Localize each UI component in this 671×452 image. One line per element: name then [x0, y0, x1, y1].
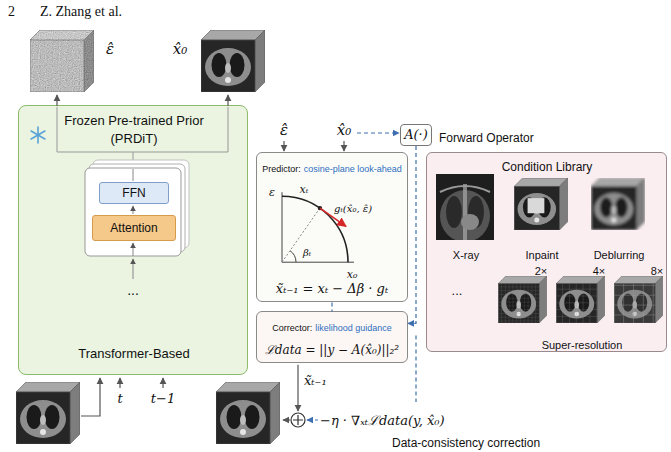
text-wrap: Data-consistency correction — [392, 433, 540, 451]
variable-label: ε̂ — [280, 121, 288, 139]
variable-label: x̃ₜ₋₁ — [304, 373, 327, 388]
attention-block: Attention — [92, 215, 176, 241]
block-label: FFN — [122, 186, 145, 200]
text-wrap: ε — [269, 182, 275, 200]
image-label: Deblurring — [594, 249, 645, 261]
text-wrap: x̂₀ — [337, 121, 351, 139]
box-title: Condition Library — [502, 160, 593, 174]
scale-label: 8× — [651, 265, 664, 277]
vector-label: gₜ(x̂₀, ε̂) — [334, 203, 372, 214]
variable-label: x̂₀ — [337, 121, 351, 139]
variable-label: x̂₀ — [173, 40, 187, 58]
text-wrap: ε̂ — [280, 121, 288, 139]
text-wrap: x̃ₜ₋₁ — [304, 371, 327, 389]
formula: ℒdata = ||y − A(x̂₀)||₂² — [265, 343, 399, 357]
text-row: x̃ₜ₋₁ = xₜ − Δβ · gₜ — [260, 278, 404, 297]
panel-title: Frozen Pre-trained Prior (PRDiT) — [64, 113, 203, 146]
text-wrap: Inpaint — [525, 245, 558, 263]
timestep-label: t−1 — [151, 391, 175, 406]
annotation: Data-consistency correction — [392, 436, 540, 450]
axis-label: x₀ — [347, 268, 358, 281]
text-row: Corrector:likelihood guidance — [260, 316, 404, 335]
text-wrap: Super-resolution — [542, 335, 623, 353]
panel-caption: Transformer-Based — [78, 346, 190, 361]
scale-label: 4× — [593, 265, 606, 277]
box-title: Corrector: — [272, 323, 312, 333]
text-wrap: X-ray — [453, 245, 479, 263]
text-wrap: ε̂ — [106, 40, 114, 58]
dashed-connector — [331, 302, 332, 311]
gradient-term: −η · ∇ₓₜℒdata(y, x̂₀) — [320, 413, 445, 428]
text-wrap: Frozen Pre-trained Prior (PRDiT) — [54, 111, 214, 147]
text-wrap: t−1 — [151, 389, 175, 407]
text-wrap: gₜ(x̂₀, ε̂) — [334, 198, 372, 216]
ellipsis: ... — [452, 283, 463, 298]
timestep-label: t — [117, 391, 122, 406]
dashed-connector — [408, 146, 416, 323]
operator-name: Forward Operator — [439, 131, 534, 145]
axis-label: ε — [269, 186, 275, 199]
running-head: Z. Zhang et al. — [40, 4, 122, 19]
text-wrap: x₀ — [347, 264, 358, 282]
text-wrap: Forward Operator — [439, 128, 534, 146]
text-wrap: 2 — [8, 2, 15, 21]
box-title: Predictor: — [262, 164, 301, 174]
text-wrap: βₜ — [303, 242, 311, 260]
image-label: Inpaint — [525, 249, 558, 261]
text-wrap: Z. Zhang et al. — [40, 2, 122, 21]
operator-box: A(·)Forward Operator — [400, 124, 432, 146]
point-label: xₜ — [300, 183, 309, 196]
text-row: ℒdata = ||y − A(x̂₀)||₂² — [260, 339, 404, 358]
text-wrap: ... — [452, 281, 463, 299]
box-subtitle: cosine-plane look-ahead — [304, 164, 402, 174]
text-wrap: x̂₀ — [173, 40, 187, 58]
text-wrap: Transformer-Based — [78, 344, 190, 362]
formula: x̃ₜ₋₁ = xₜ − Δβ · gₜ — [276, 281, 388, 296]
text-wrap: ... — [127, 281, 139, 299]
scale-label: 2× — [535, 265, 548, 277]
image-label: X-ray — [453, 249, 479, 261]
text-wrap: Deblurring — [594, 245, 645, 263]
ffn-block: FFN — [99, 182, 169, 204]
angle-label: βₜ — [303, 247, 311, 258]
predictor-box: Predictor:cosine-plane look-ahead x̃ₜ₋₁ =… — [256, 152, 408, 302]
operator-symbol: A(·) — [404, 128, 428, 142]
text-wrap: Condition Library — [502, 157, 593, 175]
text-wrap: −η · ∇ₓₜℒdata(y, x̂₀) — [320, 411, 445, 429]
variable-label: ε̂ — [106, 40, 114, 58]
prior-panel: Frozen Pre-trained Prior (PRDiT) Transfor… — [18, 105, 248, 375]
text-wrap: xₜ — [300, 179, 309, 197]
corrector-box: Corrector:likelihood guidanceℒdata = ||y… — [256, 311, 408, 362]
image-label: Super-resolution — [542, 339, 623, 351]
text-wrap: t — [117, 389, 122, 407]
block-label: Attention — [110, 221, 157, 235]
box-subtitle: likelihood guidance — [315, 323, 392, 333]
ellipsis: ... — [127, 282, 139, 298]
text-row: Predictor:cosine-plane look-ahead — [260, 157, 404, 176]
page-number: 2 — [8, 4, 15, 19]
